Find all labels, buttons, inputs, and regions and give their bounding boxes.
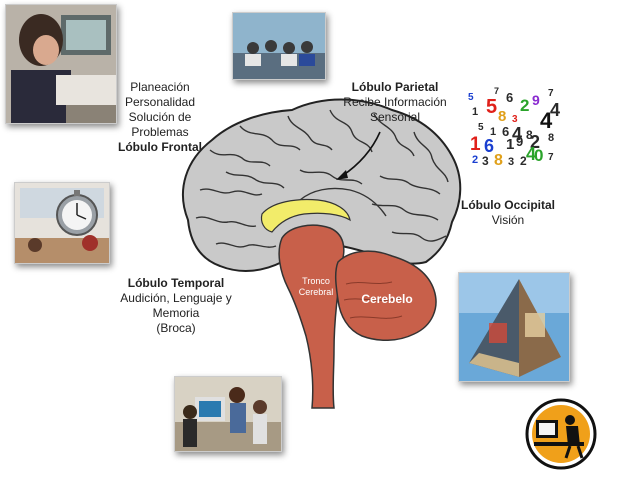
photo-classroom [232, 12, 326, 80]
number-digit: 3 [512, 114, 518, 125]
temporal-line-3: (Broca) [156, 321, 196, 335]
number-digit: 6 [506, 90, 514, 105]
temporal-title: Lóbulo Temporal [127, 276, 225, 290]
number-digit: 8 [494, 152, 503, 169]
stopwatch-illustration [15, 183, 109, 263]
parietal-title: Lóbulo Parietal [351, 80, 439, 94]
cerebellum-label: Cerebelo [352, 292, 422, 307]
number-digit: 8 [498, 108, 507, 125]
number-digit: 1 [506, 136, 515, 153]
occipital-lobe-label: Lóbulo Occipital Visión [450, 198, 566, 228]
parietal-line-1: Recibe Información [343, 95, 447, 109]
corpus-callosum [260, 198, 351, 233]
frontal-line-1: Planeación [130, 80, 190, 94]
number-digit: 2 [472, 154, 479, 166]
number-digit: 4 [526, 144, 537, 164]
number-digit: 6 [502, 124, 510, 139]
frontal-line-3: Solución de [128, 110, 192, 124]
number-digit: 5 [486, 96, 498, 118]
brainstem-label: Tronco Cerebral [296, 276, 336, 298]
computer-lab-illustration [175, 377, 281, 451]
person-at-computer-logo [525, 398, 597, 470]
cerebellum-text: Cerebelo [361, 292, 413, 306]
student-computer-illustration [6, 5, 116, 123]
number-digit: 0 [534, 146, 544, 165]
number-digit: 7 [548, 88, 554, 99]
brainstem-label-1: Tronco [302, 276, 330, 286]
number-digit: 1 [470, 134, 481, 155]
occipital-title: Lóbulo Occipital [460, 198, 555, 212]
number-digit: 7 [548, 152, 554, 163]
number-digit: 4 [550, 100, 561, 120]
cerebellum [334, 250, 437, 341]
occipital-line-1: Visión [491, 213, 525, 227]
number-digit: 6 [484, 136, 495, 156]
photo-computer-lab [174, 376, 282, 452]
parietal-lobe-label: Lóbulo Parietal Recibe Información Senso… [336, 80, 454, 125]
number-digit: 2 [530, 132, 541, 152]
photo-student-computer [5, 4, 117, 124]
logo-badge [522, 398, 600, 470]
number-digit: 8 [548, 132, 555, 144]
number-digit: 3 [508, 156, 515, 168]
number-digit: 1 [490, 126, 497, 138]
temporal-line-2: Memoria [152, 306, 200, 320]
number-digit: 8 [526, 128, 533, 142]
frontal-lobe-label: Planeación Personalidad Solución de Prob… [104, 80, 216, 155]
number-digit: 1 [472, 106, 479, 118]
number-digit: 7 [494, 86, 500, 96]
number-digit: 2 [520, 154, 527, 168]
frontal-line-2: Personalidad [124, 95, 196, 109]
pyramid-collage-illustration [459, 273, 569, 381]
photo-stopwatch-meeting [14, 182, 110, 264]
number-digit: 5 [468, 92, 474, 103]
brainstem-label-2: Cerebral [298, 287, 334, 297]
gyri-lines [195, 109, 449, 248]
parietal-line-2: Sensorial [369, 110, 421, 124]
temporal-line-1: Audición, Lenguaje y [120, 291, 232, 305]
number-digit: 3 [482, 154, 489, 168]
brainstem [278, 224, 345, 409]
frontal-line-4: Problemas [131, 125, 189, 139]
number-digit: 4 [540, 108, 553, 133]
classroom-illustration [233, 13, 325, 79]
arrow-head-icon [336, 170, 348, 180]
number-digit: 2 [520, 96, 530, 115]
number-digit: 9 [516, 134, 524, 149]
number-digit: 5 [478, 122, 484, 133]
temporal-lobe-label: Lóbulo Temporal Audición, Lenguaje y Mem… [116, 276, 236, 336]
number-digit: 4 [512, 124, 523, 144]
number-digit: 9 [532, 92, 540, 108]
frontal-title: Lóbulo Frontal [118, 140, 202, 154]
photo-pyramid-collage [458, 272, 570, 382]
